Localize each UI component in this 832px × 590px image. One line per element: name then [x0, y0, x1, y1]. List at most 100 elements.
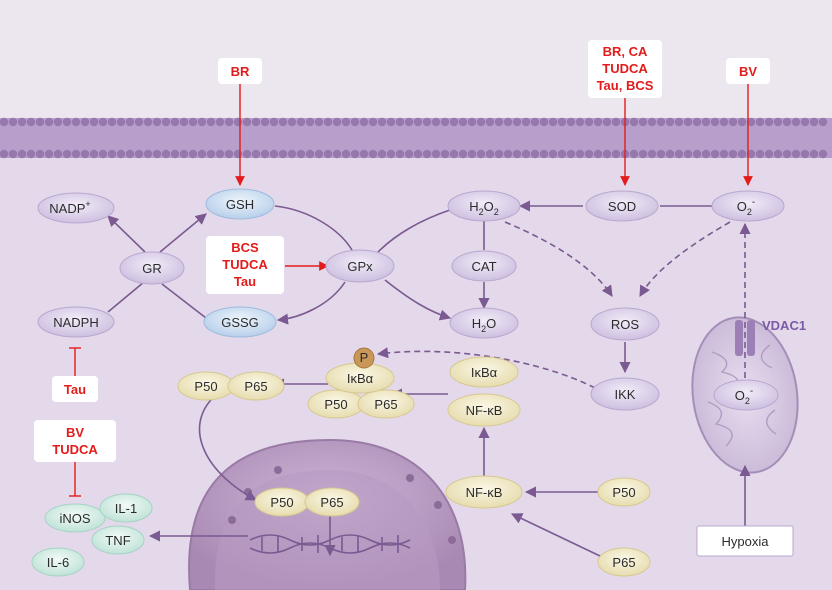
phospholipid-head — [377, 149, 387, 159]
phospholipid-head — [215, 117, 225, 127]
phospholipid-head — [278, 117, 288, 127]
agent-box-bv: BV — [726, 58, 770, 84]
phospholipid-head — [449, 149, 459, 159]
phospholipid-head — [179, 149, 189, 159]
phospholipid-head — [800, 117, 810, 127]
p65-nucleus-label: P65 — [320, 495, 343, 510]
agent-br-label: BR — [231, 64, 250, 79]
phospholipid-head — [188, 149, 198, 159]
line-nadph-gr — [107, 281, 145, 313]
phospholipid-head — [593, 117, 603, 127]
node-gsh: GSH — [205, 188, 275, 220]
gpx-label: GPx — [347, 259, 373, 274]
phospholipid-head — [602, 117, 612, 127]
arrow-gr-gsh — [159, 213, 207, 253]
nadph-label: NADPH — [53, 315, 99, 330]
gsh-label: GSH — [226, 197, 254, 212]
arrow-free-nucleus — [198, 389, 257, 501]
phospholipid-head — [413, 149, 423, 159]
phospholipid-head — [350, 149, 360, 159]
node-ikk: IKK — [590, 377, 660, 411]
phospholipid-head — [98, 117, 108, 127]
phospholipid-head — [305, 117, 315, 127]
node-inos: iNOS — [44, 503, 106, 533]
agent-box-br: BR — [218, 58, 262, 84]
phospholipid-head — [485, 117, 495, 127]
phospholipid-head — [8, 117, 18, 127]
agent-sod-line-2: TUDCA — [602, 61, 648, 76]
phospholipid-head — [755, 117, 765, 127]
svg-text:NADP+: NADP+ — [49, 199, 90, 216]
svg-text:O2-: O2- — [737, 197, 755, 217]
node-complex-p65: P65 — [357, 389, 415, 419]
phospholipid-head — [458, 149, 468, 159]
node-p50-input: P50 — [597, 477, 651, 507]
node-free-p65: P65 — [227, 371, 285, 401]
phospholipid-head — [548, 149, 558, 159]
phospholipid-head — [512, 117, 522, 127]
phospholipid-head — [674, 117, 684, 127]
o2-mito-sup: - — [750, 386, 753, 397]
phospholipid-head — [701, 117, 711, 127]
arrow-p65-nfkb — [510, 513, 601, 557]
phospholipid-head — [719, 149, 729, 159]
agent-sod-line-1: BR, CA — [603, 44, 648, 59]
phospholipid-head — [206, 149, 216, 159]
phospholipid-head — [44, 117, 54, 127]
line-gsh-gpx — [274, 205, 353, 251]
h2o-o: O — [486, 316, 496, 331]
vdac1-label: VDAC1 — [762, 318, 806, 333]
phospholipid-head — [530, 117, 540, 127]
phospholipid-head — [710, 117, 720, 127]
phospholipid-head — [0, 149, 9, 159]
o2-top-sub: 2 — [747, 207, 752, 217]
p50-complex-label: P50 — [324, 397, 347, 412]
phospholipid-head — [341, 117, 351, 127]
node-nucleus-p50: P50 — [254, 487, 310, 517]
phospholipid-head — [260, 117, 270, 127]
phospholipid-head — [584, 117, 594, 127]
arrow-h2o2-ros — [504, 221, 613, 297]
phospholipid-head — [152, 149, 162, 159]
agent-box-sod: BR, CA TUDCA Tau, BCS — [588, 40, 662, 98]
phospholipid-head — [224, 149, 234, 159]
phospholipid-head — [413, 117, 423, 127]
phospholipid-head — [548, 117, 558, 127]
phospholipid-head — [404, 117, 414, 127]
il6-label: IL-6 — [47, 555, 69, 570]
nfkb-bound-label: NF-κB — [466, 403, 503, 418]
phospholipid-head — [386, 149, 396, 159]
phospholipid-head — [629, 149, 639, 159]
gssg-label: GSSG — [221, 315, 259, 330]
agent-bv-label: BV — [739, 64, 757, 79]
svg-text:H2O: H2O — [472, 316, 497, 334]
phospholipid-head — [17, 149, 27, 159]
line-gssg-gr — [161, 283, 207, 319]
phospholipid-head — [107, 117, 117, 127]
phospholipid-head — [17, 117, 27, 127]
phospholipid-head — [359, 117, 369, 127]
phospholipid-head — [26, 149, 36, 159]
node-nucleus-p65: P65 — [304, 487, 360, 517]
phospholipid-head — [143, 149, 153, 159]
agent-inos-line-2: TUDCA — [52, 442, 98, 457]
node-nfkb: NF-κB — [445, 475, 523, 509]
phospholipid-head — [62, 149, 72, 159]
node-bound-nfkb: NF-κB — [447, 393, 521, 427]
phospholipid-head — [665, 149, 675, 159]
phospholipid-head — [35, 149, 45, 159]
phospholipid-head — [782, 149, 792, 159]
phospholipid-head — [467, 117, 477, 127]
phospholipid-head — [332, 117, 342, 127]
node-h2o2: H2O2 — [447, 190, 521, 222]
phospholipid-head — [224, 117, 234, 127]
phospholipid-head — [611, 117, 621, 127]
phospholipid-head — [80, 117, 90, 127]
nadp-sup: + — [85, 199, 90, 209]
agent-box-tau: Tau — [52, 376, 98, 402]
phospholipid-head — [719, 117, 729, 127]
agent-gpx-line-2: TUDCA — [222, 257, 268, 272]
phospholipid-head — [737, 117, 747, 127]
node-o2-superoxide: O2- — [711, 190, 785, 222]
phospholipid-head — [566, 149, 576, 159]
